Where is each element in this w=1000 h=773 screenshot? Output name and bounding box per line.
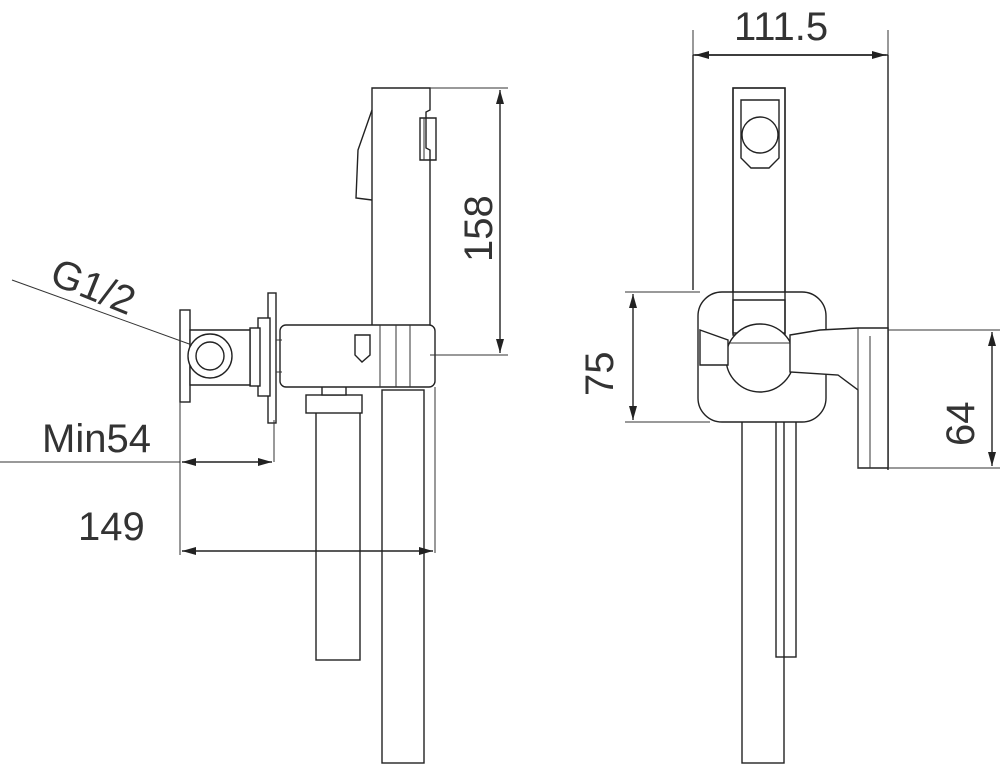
- dim-min-depth-label: Min54: [42, 417, 151, 461]
- side-view: G1/2 Min54 149 158: [0, 87, 508, 764]
- hose-left: [315, 409, 361, 661]
- dim-lever-height-label: 64: [939, 402, 983, 447]
- front-view: 111.5 75 64: [578, 5, 1000, 764]
- dim-body-height-label: 75: [578, 352, 622, 397]
- connector-circle: [725, 323, 795, 393]
- spray-head: [371, 87, 431, 331]
- hose-right: [381, 389, 425, 764]
- dim-thread-label: G1/2: [45, 251, 142, 324]
- hose-front-main: [741, 381, 785, 764]
- hose-front-back: [775, 394, 797, 658]
- lever: [789, 327, 889, 469]
- dim-overall-depth-label: 149: [78, 505, 145, 549]
- thread-circle: [187, 333, 233, 379]
- dim-spray-height-label: 158: [457, 195, 501, 262]
- hose-nut: [305, 394, 363, 414]
- dim-width-label: 111.5: [734, 5, 828, 49]
